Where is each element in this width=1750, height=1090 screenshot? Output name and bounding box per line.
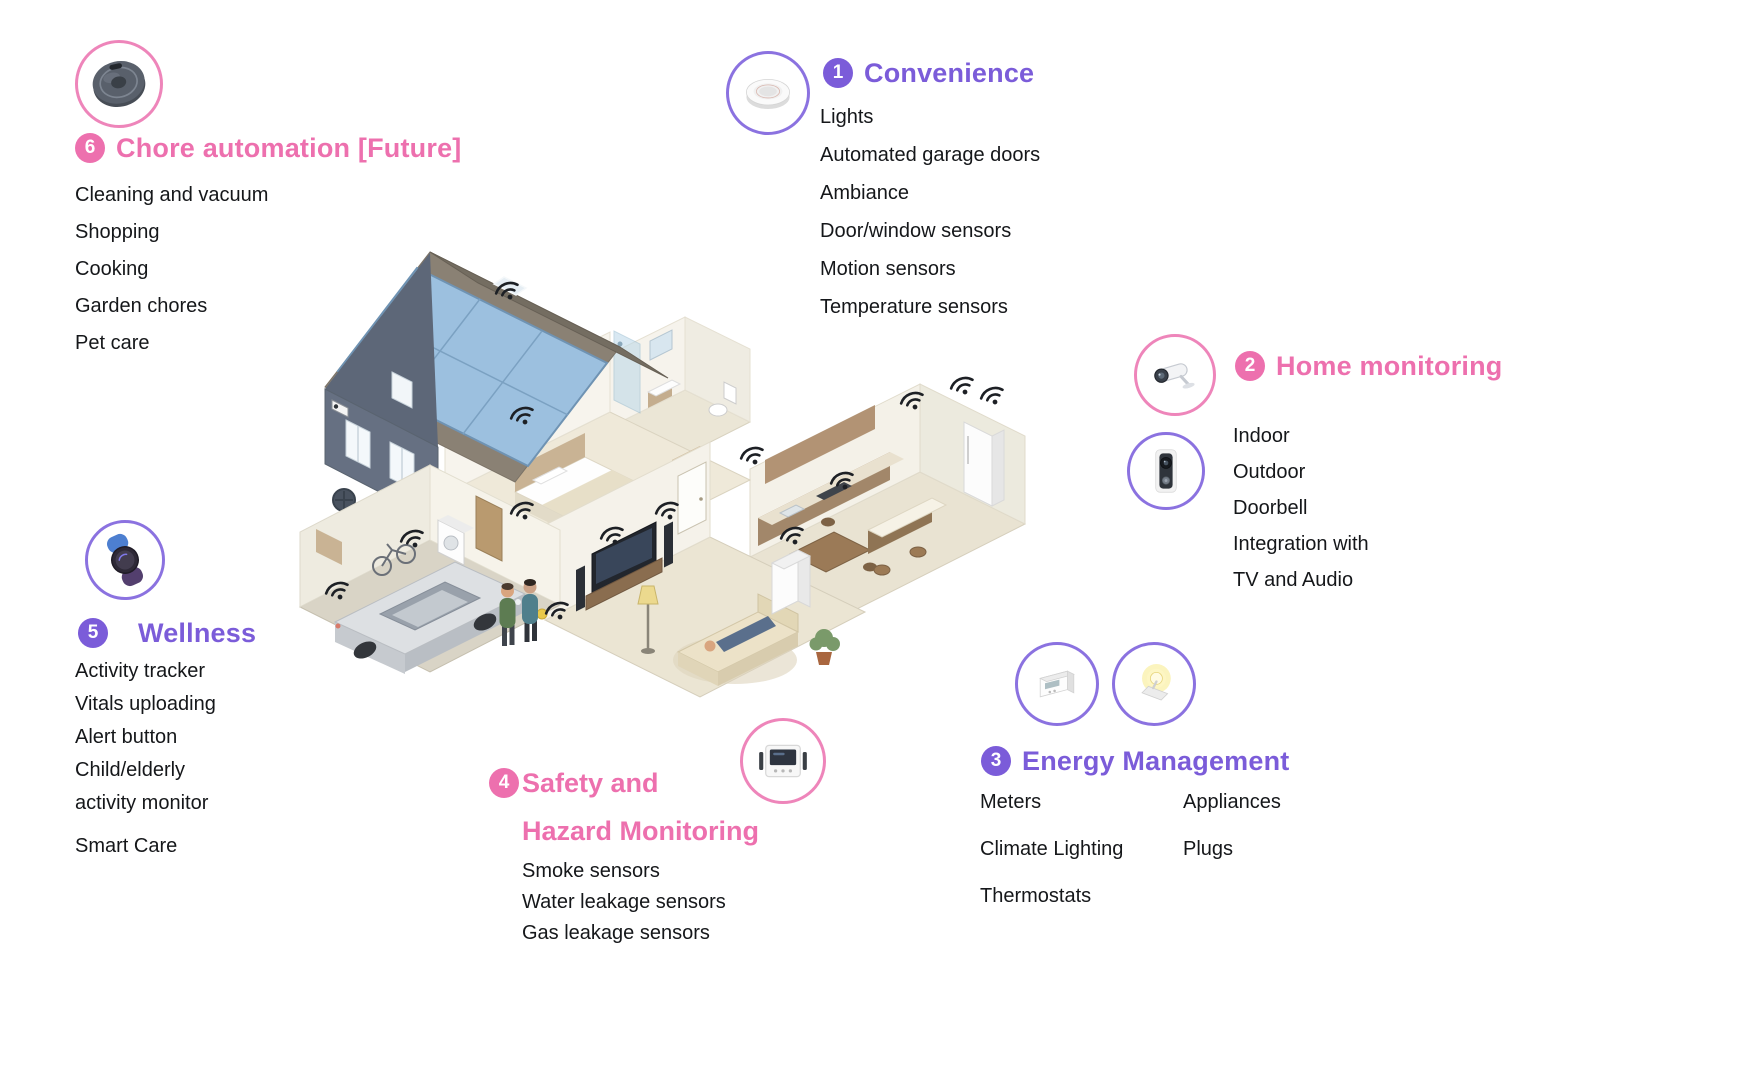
bicycle (372, 556, 392, 576)
list-item: Ambiance (820, 182, 909, 204)
list-item: Garden chores (75, 295, 208, 317)
list-item: Water leakage sensors (522, 891, 726, 913)
smart-home-cutaway (298, 251, 1027, 698)
section-safety-hazard: 4 Safety and Hazard Monitoring Smoke sen… (489, 718, 857, 978)
section-title: Convenience (864, 58, 1035, 88)
section-header: 2 Home monitoring (1235, 351, 1503, 381)
section-number-badge: 4 (489, 768, 519, 798)
list-item: Integration with TV and Audio (1233, 533, 1369, 591)
section-number-badge: 3 (981, 746, 1011, 776)
skylight (492, 276, 528, 296)
person-walking (499, 583, 516, 646)
smart-meter-icon (1015, 642, 1099, 726)
section-home-monitoring: 2 Home monitoring Indoor Outdoor Doorbel… (1127, 333, 1548, 593)
outdoor-camera-icon (331, 399, 349, 418)
list-item: Vitals uploading (75, 693, 216, 715)
garage (298, 464, 562, 674)
wifi-signal-icon (977, 383, 1008, 410)
section-header: 1 Convenience (823, 58, 1034, 88)
smart-home-illustration (280, 222, 1040, 792)
list-item: Temperature sensors (820, 296, 1008, 318)
list-item: Thermostats (980, 885, 1092, 907)
section-energy-management: 3 Energy Management Meters Climate Light… (980, 640, 1440, 940)
list-item: Automated garage doors (820, 144, 1041, 166)
bathroom (608, 316, 752, 461)
section-wellness: 5 Wellness Activity tracker Vitals uploa… (75, 518, 375, 878)
smart-speaker-icon (726, 51, 810, 135)
list-item: Climate Lighting (980, 838, 1124, 860)
person-walking (522, 579, 548, 642)
list-item: Lights (820, 106, 874, 128)
section-title-line: Hazard Monitoring (522, 816, 759, 846)
list-item: Child/elderly activity monitor (75, 759, 209, 814)
section-title: Home monitoring (1276, 351, 1503, 381)
section-title: Wellness (138, 618, 257, 648)
list-item: Door/window sensors (820, 220, 1012, 242)
alarm-panel-icon (740, 718, 826, 804)
section-number-badge: 2 (1235, 351, 1265, 381)
list-item: Motion sensors (820, 258, 956, 280)
section-title-line: Safety and (522, 768, 659, 798)
section-header: 6 Chore automation [Future] (75, 133, 461, 163)
list-item: Cleaning and vacuum (75, 184, 269, 206)
list-item: Alert button (75, 726, 178, 748)
smart-light-icon (1112, 642, 1196, 726)
section-convenience: 1 Convenience Lights Automated garage do… (725, 50, 1065, 340)
list-item: Appliances (1183, 791, 1281, 813)
list-item: Activity tracker (75, 660, 206, 682)
list-item: Doorbell (1233, 497, 1308, 519)
section-number-badge: 1 (823, 58, 853, 88)
video-doorbell-icon (1127, 432, 1205, 510)
section-header: 3 Energy Management (981, 746, 1289, 776)
robot-vacuum-icon (75, 40, 163, 128)
list-item: Cooking (75, 258, 149, 280)
section-title: Safety and Hazard Monitoring (522, 759, 759, 855)
smartwatch-icon (85, 520, 165, 600)
list-item: Gas leakage sensors (522, 922, 710, 944)
section-number-badge: 5 (78, 618, 108, 648)
security-camera-icon (1134, 334, 1216, 416)
list-item: Pet care (75, 332, 150, 354)
section-chore-automation: 6 Chore automation [Future] Cleaning and… (75, 40, 505, 370)
wifi-signal-icon (947, 373, 978, 400)
list-item: Indoor (1233, 425, 1290, 447)
list-item: Smoke sensors (522, 860, 660, 882)
section-title: Energy Management (1022, 746, 1290, 776)
section-title: Chore automation [Future] (116, 133, 462, 163)
person-lying (716, 616, 776, 652)
car (333, 561, 527, 674)
section-number-badge: 6 (75, 133, 105, 163)
living-room (543, 441, 867, 698)
list-item: Meters (980, 791, 1042, 813)
list-item: Shopping (75, 221, 160, 243)
list-item: Plugs (1183, 838, 1234, 860)
list-item: Outdoor (1233, 461, 1306, 483)
list-item: Smart Care (75, 835, 178, 857)
